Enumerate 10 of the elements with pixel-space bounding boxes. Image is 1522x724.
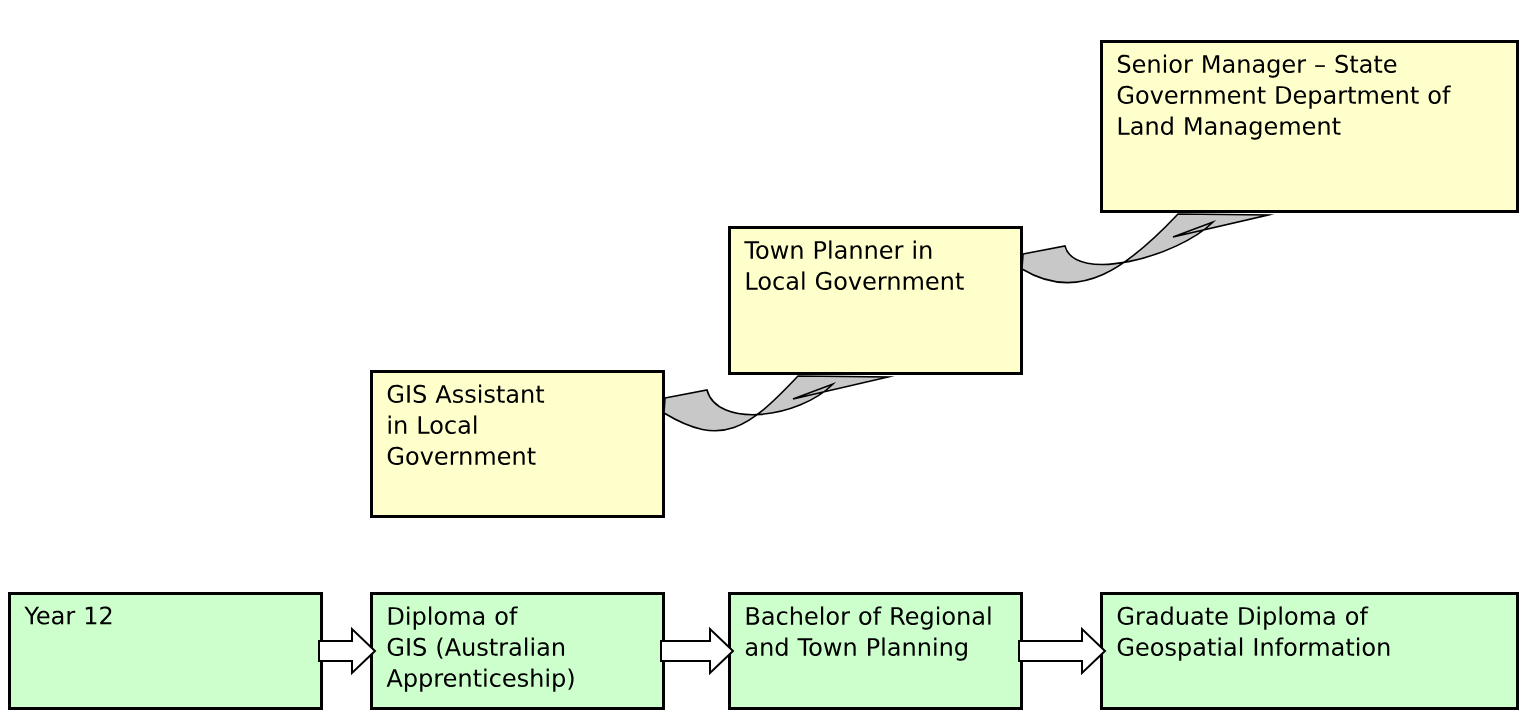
block-arrow: [1018, 626, 1107, 676]
block-arrow: [660, 626, 735, 676]
block-arrow: [318, 626, 377, 676]
text-box: Graduate Diploma of Geospatial Information: [1100, 592, 1519, 710]
text-box: Senior Manager – State Government Department of Land Management: [1100, 40, 1519, 213]
text-box: Year 12: [8, 592, 323, 710]
text-box: GIS Assistant in Local Government: [370, 370, 665, 518]
text-box: Bachelor of Regional and Town Planning: [728, 592, 1023, 710]
text-box: Diploma of GIS (Australian Apprenticeship): [370, 592, 665, 710]
text-box: Town Planner in Local Government: [728, 226, 1023, 375]
